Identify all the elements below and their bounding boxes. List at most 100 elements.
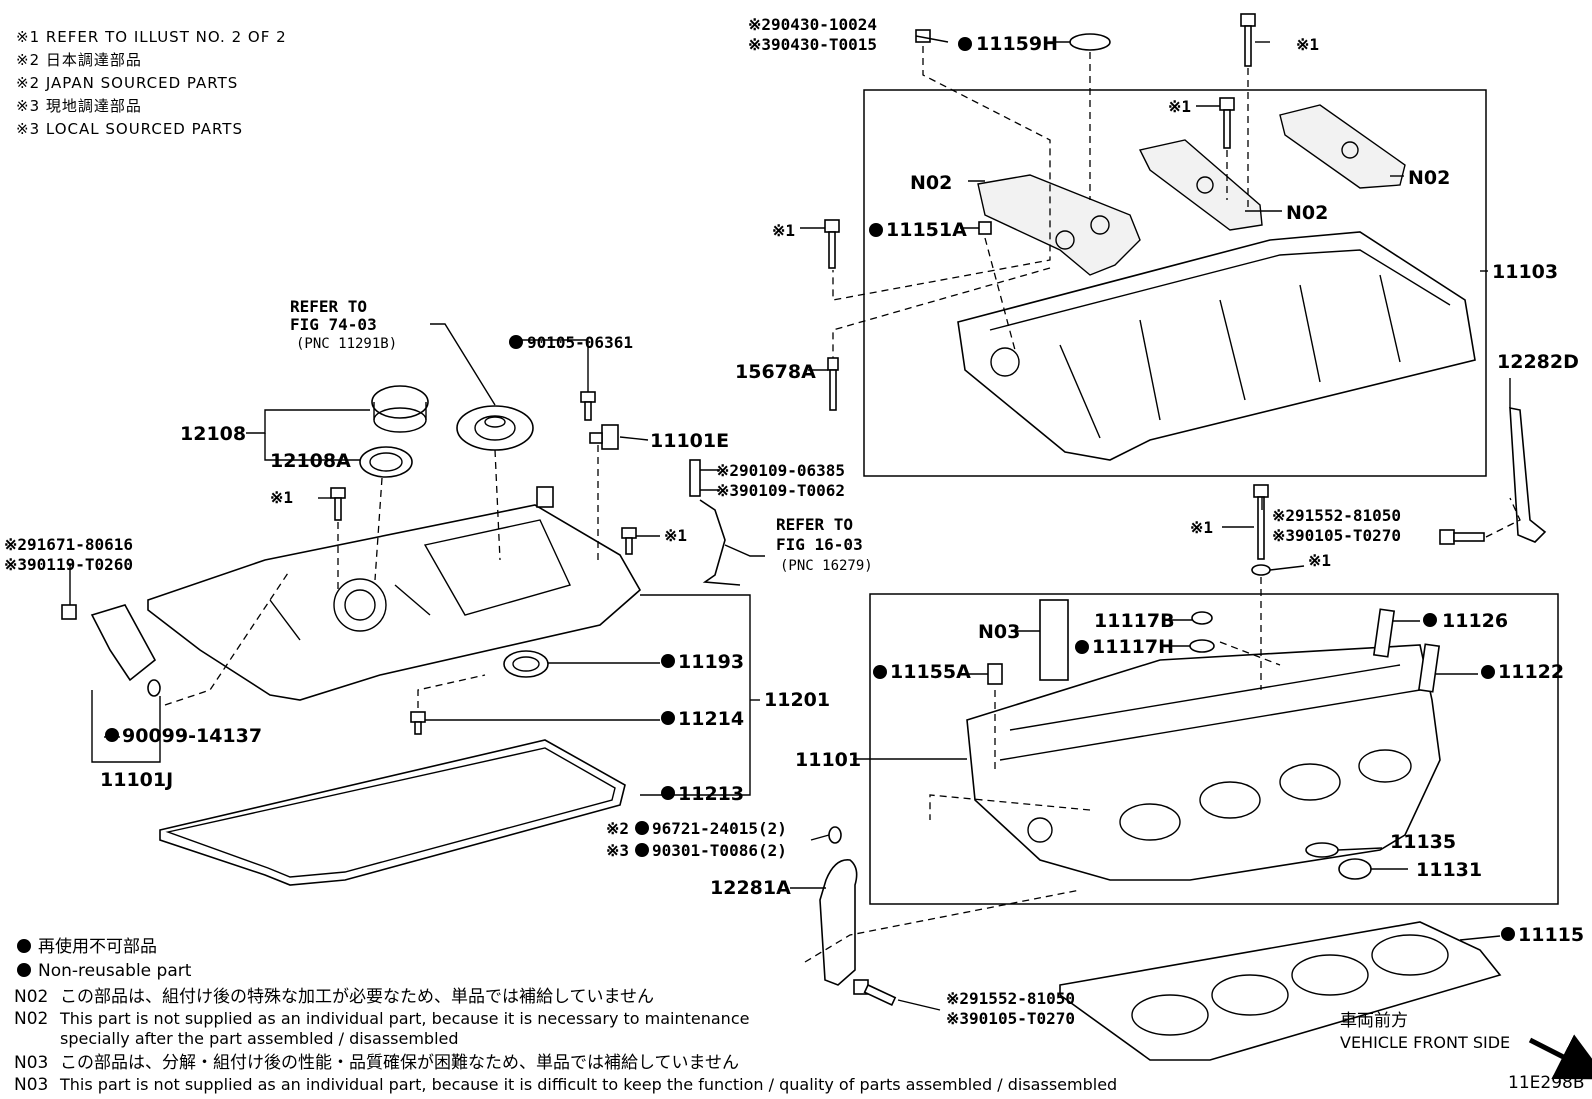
label-11214: 11214 bbox=[678, 708, 744, 730]
legend-dot-jp bbox=[17, 939, 31, 953]
vehicle-front-jp: 車両前方 bbox=[1340, 1011, 1408, 1031]
bolt-91552-b[interactable] bbox=[853, 979, 897, 1006]
label-n02-c: N02 bbox=[1408, 167, 1450, 189]
vehicle-front-arrow bbox=[1528, 1034, 1592, 1080]
bracket-12282d[interactable] bbox=[1509, 407, 1547, 543]
bolt-cover-right-x1[interactable] bbox=[621, 527, 637, 555]
non-reusable-dot bbox=[661, 654, 675, 668]
bolt-90105-06361[interactable] bbox=[580, 391, 596, 421]
label-90430-t0015: ※390430-T0015 bbox=[748, 35, 877, 54]
label-11101j: 11101J bbox=[100, 769, 173, 791]
dowel-11151a[interactable] bbox=[978, 221, 992, 235]
seal-11131[interactable] bbox=[1338, 858, 1372, 880]
oil-control-valve-11101j[interactable] bbox=[61, 604, 161, 697]
legend-n03-code-2: N03 bbox=[14, 1075, 48, 1095]
o-ring-96721[interactable] bbox=[828, 826, 842, 844]
non-reusable-dot bbox=[873, 665, 887, 679]
stud-90109[interactable] bbox=[689, 459, 701, 497]
legend-n02-en-2: specially after the part assembled / dis… bbox=[60, 1029, 459, 1048]
note-2-jp: ※2 日本調達部品 bbox=[16, 51, 142, 69]
label-90105-t0270-b: ※390105-T0270 bbox=[946, 1009, 1075, 1028]
label-90099-14137: 90099-14137 bbox=[122, 725, 262, 747]
gasket-11193[interactable] bbox=[503, 650, 549, 678]
label-90301-t0086: 90301-T0086(2) bbox=[652, 841, 787, 860]
bolt-top-x1[interactable] bbox=[1240, 13, 1256, 67]
label-12281a: 12281A bbox=[710, 877, 791, 899]
bolt-91552-a[interactable] bbox=[1439, 529, 1485, 545]
label-90301-mark: ※3 bbox=[606, 841, 629, 860]
bracket-16279[interactable] bbox=[699, 499, 741, 586]
note-3-jp: ※3 現地調達部品 bbox=[16, 97, 142, 115]
bolt-cover-x1[interactable] bbox=[330, 487, 346, 521]
stud-15678a[interactable] bbox=[827, 357, 839, 411]
label-x1-top: ※1 bbox=[1296, 35, 1319, 54]
label-90105-t0270-a: ※390105-T0270 bbox=[1272, 526, 1401, 545]
label-11117h: 11117H bbox=[1092, 636, 1174, 658]
label-90119-t0260: ※390119-T0260 bbox=[4, 555, 133, 574]
gasket-12108a[interactable] bbox=[359, 446, 413, 478]
label-11103: 11103 bbox=[1492, 261, 1558, 283]
non-reusable-dot bbox=[661, 711, 675, 725]
label-90109-06385: ※290109-06385 bbox=[716, 461, 845, 480]
refer-16-l3: (PNC 16279) bbox=[780, 558, 873, 574]
bolt-left-x1[interactable] bbox=[824, 219, 840, 269]
gasket-11213[interactable] bbox=[159, 739, 626, 886]
legend-reuse-en: Non-reusable part bbox=[38, 961, 192, 981]
toyota-emblem[interactable] bbox=[456, 405, 534, 451]
non-reusable-dot bbox=[509, 335, 523, 349]
label-12108a: 12108A bbox=[270, 450, 351, 472]
plug-11117b[interactable] bbox=[1191, 611, 1213, 625]
refer-74-l2: FIG 74-03 bbox=[290, 315, 377, 334]
head-bolt-x1[interactable] bbox=[1253, 484, 1269, 560]
guide-n03[interactable] bbox=[1039, 599, 1069, 681]
part-11159h[interactable] bbox=[1069, 33, 1111, 51]
label-x1-washer: ※1 bbox=[1308, 551, 1331, 570]
label-x1-left: ※1 bbox=[772, 221, 795, 240]
figure-id: 11E298B bbox=[1508, 1073, 1584, 1093]
guide-11126[interactable] bbox=[1372, 608, 1396, 658]
cylinder-head-cover-11201[interactable] bbox=[147, 486, 642, 701]
non-reusable-dot bbox=[105, 728, 119, 742]
vehicle-front-en: VEHICLE FRONT SIDE bbox=[1340, 1033, 1510, 1052]
label-90109-t0062: ※390109-T0062 bbox=[716, 481, 845, 500]
camshaft-housing-frame bbox=[863, 89, 1487, 477]
bolt-11214[interactable] bbox=[410, 711, 426, 735]
label-91552-81050-b: ※291552-81050 bbox=[946, 989, 1075, 1008]
legend-n03-code: N03 bbox=[14, 1053, 48, 1073]
label-91671-80616: ※291671-80616 bbox=[4, 535, 133, 554]
bearing-cap-n02-a[interactable] bbox=[977, 174, 1141, 276]
guide-11122[interactable] bbox=[1417, 643, 1441, 693]
sensor-11101e[interactable] bbox=[589, 424, 619, 450]
label-n03: N03 bbox=[978, 621, 1020, 643]
legend-n02-jp: この部品は、組付け後の特殊な加工が必要なため、単品では補給していません bbox=[60, 987, 654, 1007]
label-n02-b: N02 bbox=[1286, 202, 1328, 224]
bearing-cap-n02-b[interactable] bbox=[1138, 139, 1263, 231]
label-11131: 11131 bbox=[1416, 859, 1482, 881]
label-11151a: 11151A bbox=[886, 219, 967, 241]
label-11159h: 11159H bbox=[976, 33, 1058, 55]
cylinder-head-11101[interactable] bbox=[966, 644, 1441, 881]
head-gasket-11115[interactable] bbox=[1059, 921, 1502, 1061]
gasket-11135[interactable] bbox=[1305, 842, 1339, 858]
refer-74-l3: (PNC 11291B) bbox=[296, 336, 397, 352]
oil-filler-cap-12108[interactable] bbox=[371, 385, 429, 433]
non-reusable-dot bbox=[1501, 927, 1515, 941]
legend-n02-code-2: N02 bbox=[14, 1009, 48, 1029]
non-reusable-dot bbox=[1481, 665, 1495, 679]
dowel-11155a[interactable] bbox=[987, 663, 1003, 685]
bolt-upper-x1[interactable] bbox=[1219, 97, 1235, 149]
legend-n02-code: N02 bbox=[14, 987, 48, 1007]
bearing-cap-n02-c[interactable] bbox=[1279, 104, 1406, 189]
label-90105-06361: 90105-06361 bbox=[527, 333, 633, 352]
notes-block: ※1 REFER TO ILLUST NO. 2 OF 2 ※2 日本調達部品 … bbox=[16, 28, 286, 138]
camshaft-housing-11103[interactable] bbox=[957, 231, 1476, 461]
gasket-11117h[interactable] bbox=[1189, 639, 1215, 653]
label-11135: 11135 bbox=[1390, 831, 1456, 853]
refer-16-l2: FIG 16-03 bbox=[776, 535, 863, 554]
non-reusable-dot bbox=[1075, 640, 1089, 654]
label-11155a: 11155A bbox=[890, 661, 971, 683]
washer-x1[interactable] bbox=[1251, 564, 1271, 576]
label-91552-81050-a: ※291552-81050 bbox=[1272, 506, 1401, 525]
hook-12281a[interactable] bbox=[819, 859, 858, 986]
